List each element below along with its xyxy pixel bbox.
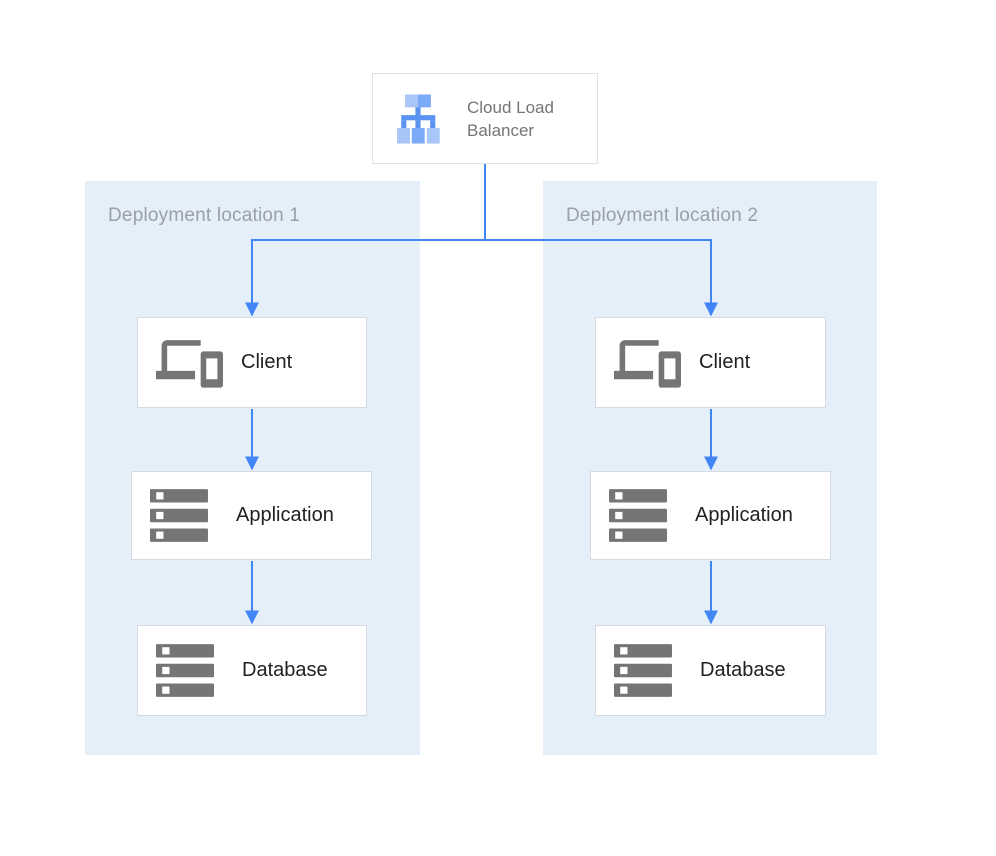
node-label: Client <box>241 351 293 373</box>
load-balancer-icon <box>387 88 449 150</box>
node-label: Application <box>695 504 793 526</box>
servers-icon <box>150 489 208 542</box>
servers-icon <box>609 489 667 542</box>
node-label: Database <box>242 659 328 681</box>
node-cloud-load-balancer: Cloud Load Balancer <box>372 73 598 164</box>
devices-icon <box>614 334 681 391</box>
node-label: Application <box>236 504 334 526</box>
node-database-1: Database <box>137 625 367 716</box>
node-client-1: Client <box>137 317 367 408</box>
node-client-2: Client <box>595 317 826 408</box>
node-label: Client <box>699 351 751 373</box>
devices-icon <box>156 334 223 391</box>
node-database-2: Database <box>595 625 826 716</box>
node-application-2: Application <box>590 471 831 560</box>
node-label: Database <box>700 659 786 681</box>
servers-icon <box>614 644 672 697</box>
node-label: Cloud Load Balancer <box>467 97 554 140</box>
servers-icon <box>156 644 214 697</box>
panel-label: Deployment location 1 <box>108 205 301 226</box>
node-application-1: Application <box>131 471 372 560</box>
panel-label: Deployment location 2 <box>566 205 759 226</box>
